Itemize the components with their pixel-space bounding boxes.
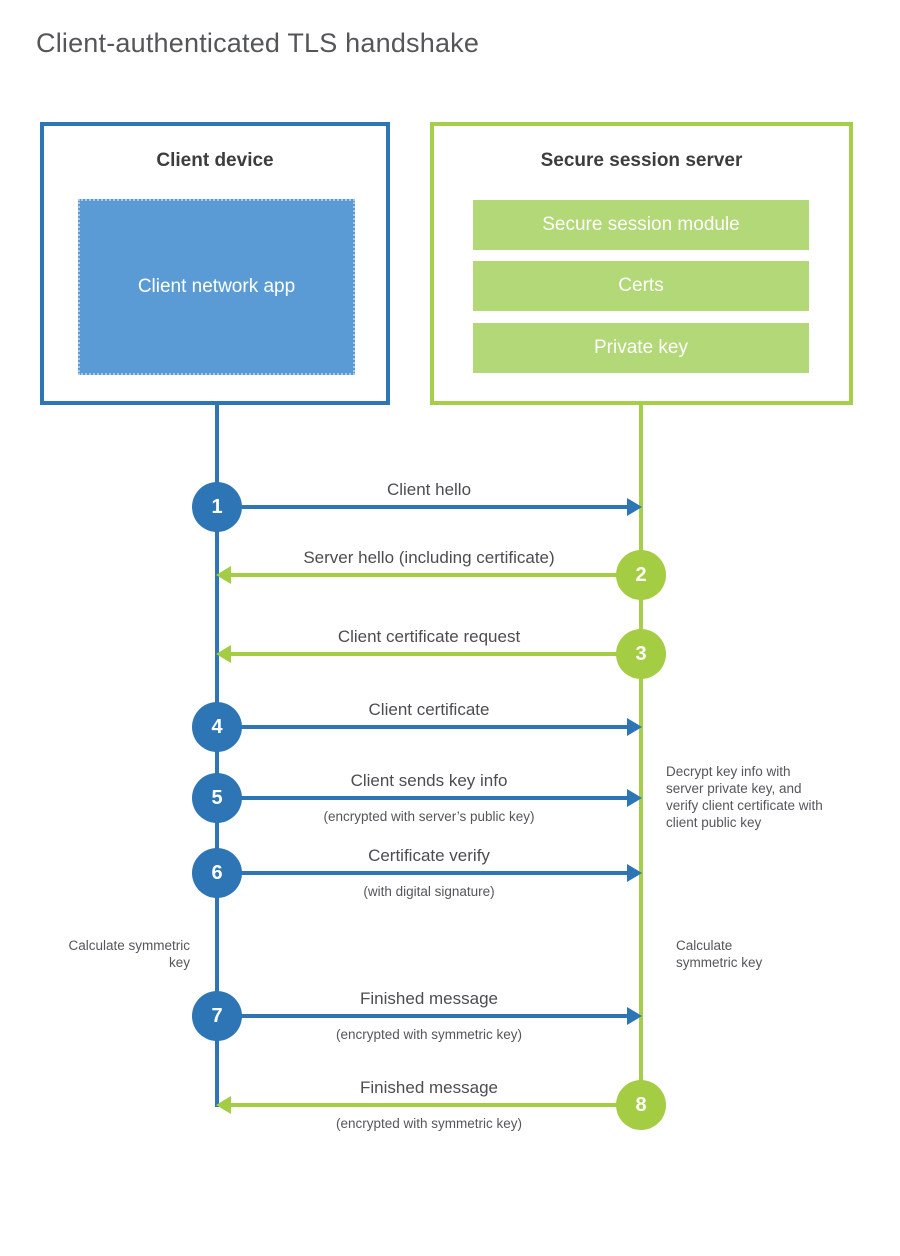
step-1-arrowhead — [627, 498, 642, 516]
note-calculate-symmetric-key-client: Calculate symmetric key — [68, 938, 190, 970]
page-title: Client-authenticated TLS handshake — [36, 28, 480, 58]
step-1-label: Client hello — [386, 480, 472, 499]
step-7-badge: 7 — [192, 991, 242, 1041]
step-3-label: Client certificate request — [337, 627, 521, 646]
step-3-badge: 3 — [616, 629, 666, 679]
server-lifeline — [639, 405, 643, 1107]
step-6-arrowhead — [627, 864, 642, 882]
step-6-arrow — [217, 871, 628, 875]
step-5-sublabel: (encrypted with server’s public key) — [323, 809, 535, 824]
step-1-badge: 1 — [192, 482, 242, 532]
step-4-badge: 4 — [192, 702, 242, 752]
step-5-badge: 5 — [192, 773, 242, 823]
step-7-arrow — [217, 1014, 628, 1018]
step-5-arrowhead — [627, 789, 642, 807]
server-box: Secure session server Secure session mod… — [430, 122, 853, 405]
client-network-app-module: Client network app — [78, 199, 355, 375]
step-7-arrowhead — [627, 1007, 642, 1025]
step-1-arrow — [217, 505, 628, 509]
step-2-label: Server hello (including certificate) — [303, 548, 555, 567]
step-8-arrow — [231, 1103, 641, 1107]
step-8-sublabel: (encrypted with symmetric key) — [335, 1116, 523, 1131]
note-calculate-symmetric-key-server: Calculate symmetric key — [676, 938, 763, 970]
step-7-label: Finished message — [360, 989, 498, 1008]
step-4-arrowhead — [627, 718, 642, 736]
step-8-label: Finished message — [360, 1078, 498, 1097]
step-5-arrow — [217, 796, 628, 800]
step-4-label: Client certificate — [368, 700, 490, 719]
client-device-box: Client device Client network app — [40, 122, 390, 405]
client-device-title: Client device — [156, 150, 274, 171]
step-7-sublabel: (encrypted with symmetric key) — [335, 1027, 523, 1042]
certs-bar: Certs — [473, 261, 809, 311]
private-key-bar: Private key — [473, 323, 809, 373]
note-decrypt-key-info: Decrypt key info with server private key… — [666, 764, 823, 830]
step-2-arrowhead — [216, 566, 231, 584]
step-3-arrow — [231, 652, 641, 656]
secure-session-module-bar: Secure session module — [473, 200, 809, 250]
step-4-arrow — [217, 725, 628, 729]
step-2-badge: 2 — [616, 550, 666, 600]
step-2-arrow — [231, 573, 641, 577]
client-lifeline — [215, 405, 219, 1107]
server-title: Secure session server — [540, 150, 743, 171]
step-8-badge: 8 — [616, 1080, 666, 1130]
step-6-label: Certificate verify — [368, 846, 490, 865]
step-3-arrowhead — [216, 645, 231, 663]
step-6-sublabel: (with digital signature) — [363, 884, 495, 899]
step-6-badge: 6 — [192, 848, 242, 898]
step-8-arrowhead — [216, 1096, 231, 1114]
step-5-label: Client sends key info — [350, 771, 508, 790]
